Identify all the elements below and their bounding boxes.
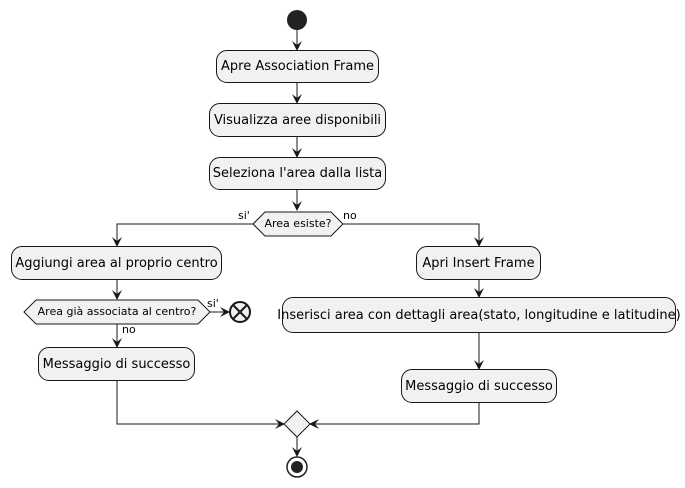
connector-exists-no	[343, 223, 484, 247]
connector-right-merge	[309, 403, 480, 429]
action-open-association-frame: Apre Association Frame	[216, 50, 379, 83]
action-insert-area-details: Inserisci area con dettagli area(stato, …	[277, 297, 681, 333]
branch-label-associated-no: no	[122, 323, 136, 336]
action-add-area-to-center: Aggiungi area al proprio centro	[11, 246, 222, 280]
action-open-insert-frame: Apri Insert Frame	[416, 246, 541, 280]
branch-label-exists-yes: si'	[238, 209, 250, 222]
merge-node	[283, 410, 311, 438]
decision-area-exists-label: Area esiste?	[264, 217, 332, 230]
branch-label-associated-yes: si'	[207, 297, 219, 310]
error-end-node	[229, 301, 251, 323]
action-success-message-right: Messaggio di successo	[401, 369, 557, 403]
end-node	[286, 456, 308, 478]
action-success-message-left: Messaggio di successo	[38, 347, 195, 381]
action-select-area: Seleziona l'area dalla lista	[209, 157, 386, 190]
branch-label-exists-no: no	[343, 209, 357, 222]
connector-exists-yes	[112, 223, 253, 247]
connector-left-merge	[116, 381, 285, 429]
action-show-available-areas: Visualizza aree disponibili	[209, 103, 386, 137]
start-node	[287, 10, 307, 30]
decision-already-associated-label: Area già associata al centro?	[37, 305, 197, 318]
